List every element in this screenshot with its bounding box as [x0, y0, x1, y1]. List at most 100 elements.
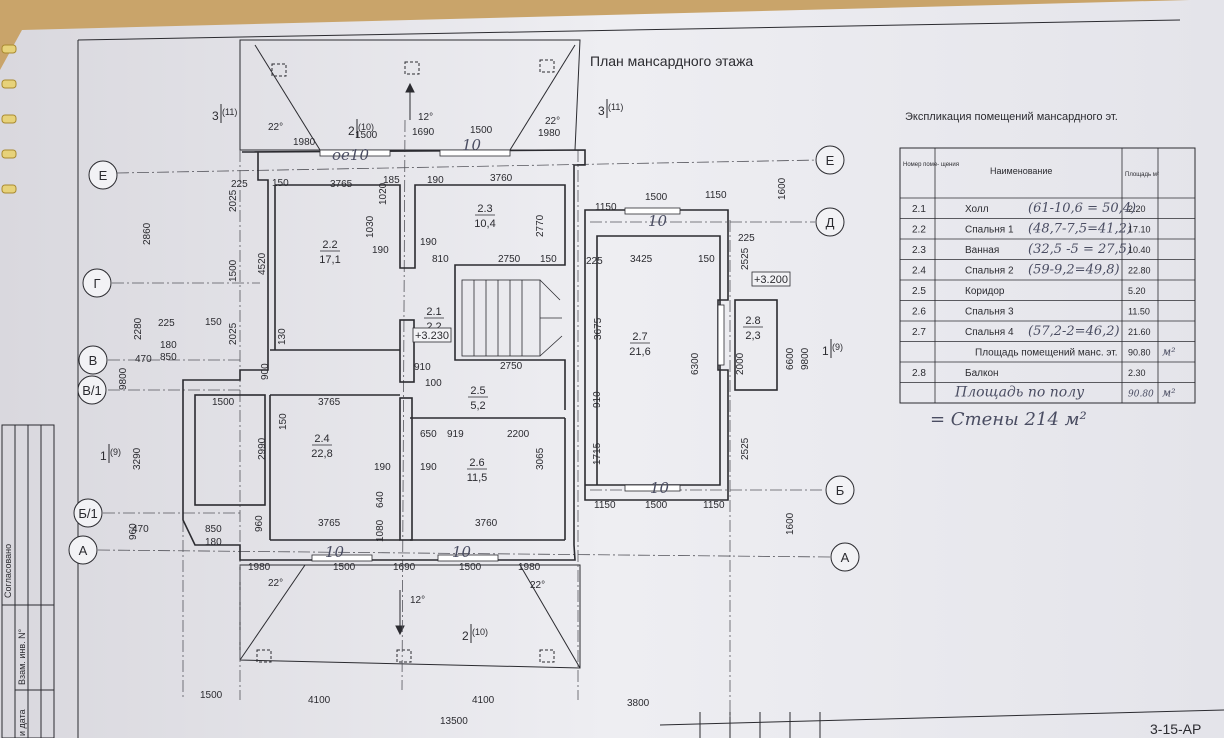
dimension-label: 190	[372, 245, 389, 256]
dimension-label: 960	[254, 515, 265, 532]
dimension-label: 1500	[355, 130, 378, 141]
roof-slope-label: 12°	[418, 112, 433, 123]
room-area: 2,3	[745, 330, 760, 342]
dimension-label: 910	[592, 391, 603, 408]
dimension-label: 2025	[228, 322, 239, 345]
row-area: 90.80	[1128, 390, 1154, 400]
section-sheet: (9)	[832, 342, 843, 352]
dimension-label: 1150	[595, 202, 617, 213]
row-name: Спальня 4	[965, 327, 1014, 338]
dimension-label: 640	[375, 491, 386, 508]
dimension-label: 225	[231, 179, 248, 190]
roof-slope-label: 22°	[268, 122, 283, 133]
room-number: 2.2	[322, 239, 337, 251]
row-unit: м²	[1162, 346, 1176, 359]
axis-label: В/1	[82, 383, 102, 398]
dimension-label: 1500	[645, 192, 668, 203]
elevation-box	[751, 271, 791, 287]
drawing-code: 3-15-АР	[1150, 721, 1201, 737]
dimension-label: 9800	[800, 347, 811, 370]
dimension-label: 150	[540, 254, 557, 265]
room-number: 2.4	[314, 433, 329, 445]
dimension-label: 1080	[375, 519, 386, 542]
dimension-label: 960	[128, 523, 139, 540]
room-number: 2.3	[477, 203, 492, 215]
row-area: 5.20	[1128, 286, 1146, 296]
axis-bubble	[88, 160, 118, 190]
row-area: 90.80	[1128, 348, 1151, 358]
dimension-label: 3800	[627, 698, 650, 709]
stamp-replace-label: Взам. инв. N°	[17, 628, 27, 685]
row-handwritten-note: (48,7-7,5=41,2)	[1028, 222, 1132, 237]
dimension-label: 1715	[592, 442, 603, 465]
dimension-label: 100	[425, 378, 442, 389]
dimension-label: 810	[432, 254, 449, 265]
dimension-label: 3765	[330, 179, 353, 190]
roof-slope-label: 12°	[410, 595, 425, 606]
row-name: Спальня 3	[965, 307, 1014, 318]
dimension-label: 2770	[535, 214, 546, 237]
row-area: 22.80	[1128, 266, 1151, 276]
window-mark: 10	[462, 136, 482, 154]
dimension-label: 1690	[393, 562, 416, 573]
axis-label: Г	[93, 276, 100, 291]
row-number: 2.2	[912, 225, 926, 236]
windows	[311, 149, 725, 562]
dimension-label: 225	[586, 256, 603, 267]
binder-rings-icon	[1, 44, 17, 194]
dimension-label: 13500	[440, 716, 468, 727]
dimension-label: 2990	[257, 437, 268, 460]
dimension-label: 1020	[378, 182, 389, 205]
dimension-label: 2025	[228, 189, 239, 212]
dimension-label: 9800	[118, 367, 129, 390]
window-mark: 10	[452, 543, 472, 561]
row-name: Ванная	[965, 245, 999, 256]
room-number: 2.8	[745, 315, 760, 327]
window-mark: 10	[648, 212, 668, 230]
dimension-label: 1980	[538, 128, 561, 139]
axis-bubble	[815, 145, 845, 175]
dimension-label: 2860	[142, 222, 153, 245]
dimension-label: 3765	[318, 518, 341, 529]
axis-label: Е	[826, 153, 835, 168]
sheet-frame	[77, 19, 1224, 738]
room-area: 22,8	[311, 448, 332, 460]
walls-area-note: = Стены 214 м²	[930, 409, 1087, 430]
explication-title: Экспликация помещений мансардного эт.	[905, 111, 1118, 123]
room-area: 17,1	[319, 254, 340, 266]
dimension-label: 919	[447, 429, 464, 440]
axis-label: Д	[826, 215, 835, 230]
dimension-label: 3760	[490, 173, 513, 184]
row-number: 2.7	[912, 327, 926, 338]
section-sheet: (9)	[110, 447, 121, 457]
staircase	[461, 279, 563, 357]
dimension-label: 1150	[594, 500, 616, 511]
dimension-label: 2525	[740, 247, 751, 270]
dimension-label: 3425	[630, 254, 653, 265]
axis-bubble	[78, 345, 108, 375]
room-area: 21,6	[629, 346, 650, 358]
dimension-label: 6300	[690, 352, 701, 375]
dimension-label: 4520	[257, 252, 268, 275]
row-number: 2.1	[912, 204, 926, 215]
plan-annotations: +3.230+3.2003(11)3(11)2(10)2(10)1(9)1(9)…	[100, 99, 843, 643]
axis-bubble	[830, 542, 860, 572]
dimension-label: 4100	[472, 695, 495, 706]
dimension-label: 1500	[200, 690, 223, 701]
room-labels: 2.217,12.310,42.12,22.55,22.422,82.611,5…	[311, 203, 763, 484]
dimension-label: 180	[205, 537, 222, 548]
room-number: 2.7	[632, 331, 647, 343]
dimension-label: 3760	[475, 518, 498, 529]
dimension-label: 150	[205, 317, 222, 328]
axis-label: Е	[99, 168, 108, 183]
elevation-mark: +3.230	[415, 330, 449, 342]
dimension-label: 2280	[133, 317, 144, 340]
dimension-label: 910	[414, 362, 431, 373]
stamp-agreed-label: Согласовано	[3, 544, 13, 598]
dimension-label: 1150	[705, 190, 727, 201]
dimension-label: 130	[277, 328, 288, 345]
dimension-label: 2750	[500, 361, 523, 372]
dimension-label: 1150	[703, 500, 725, 511]
